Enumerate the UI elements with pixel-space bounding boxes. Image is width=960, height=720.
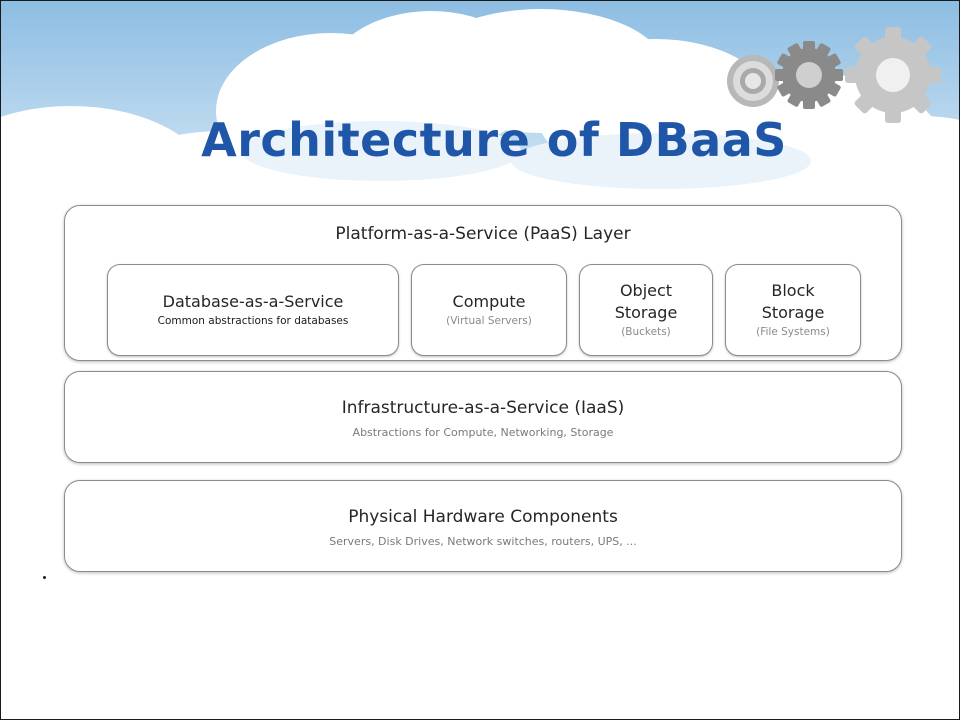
- compute-box: Compute (Virtual Servers): [411, 264, 567, 356]
- block-storage-box: Block Storage (File Systems): [725, 264, 861, 356]
- compute-note: (Virtual Servers): [446, 315, 532, 327]
- stray-dot: [43, 576, 46, 579]
- block-storage-name-line2: Storage: [761, 303, 825, 322]
- hardware-layer-title: Physical Hardware Components: [348, 507, 618, 527]
- hardware-layer: Physical Hardware Components Servers, Di…: [64, 480, 902, 572]
- dbaas-box: Database-as-a-Service Common abstraction…: [107, 264, 399, 356]
- iaas-layer: Infrastructure-as-a-Service (IaaS) Abstr…: [64, 371, 902, 463]
- paas-layer-title: Platform-as-a-Service (PaaS) Layer: [335, 224, 631, 244]
- iaas-layer-title: Infrastructure-as-a-Service (IaaS): [341, 398, 625, 418]
- object-storage-note: (Buckets): [621, 326, 671, 338]
- dbaas-name: Database-as-a-Service: [162, 292, 344, 311]
- gears-icon: [727, 27, 941, 123]
- paas-layer: Platform-as-a-Service (PaaS) Layer Datab…: [64, 205, 902, 361]
- object-storage-name-line2: Storage: [614, 303, 678, 322]
- compute-name: Compute: [452, 292, 526, 311]
- dbaas-desc: Common abstractions for databases: [157, 315, 349, 327]
- slide-title: Architecture of DBaaS: [201, 113, 787, 167]
- object-storage-name-line1: Object: [619, 281, 673, 300]
- block-storage-name-line1: Block: [771, 281, 815, 300]
- object-storage-box: Object Storage (Buckets): [579, 264, 713, 356]
- hardware-layer-subtitle: Servers, Disk Drives, Network switches, …: [329, 535, 637, 548]
- block-storage-note: (File Systems): [756, 326, 830, 338]
- iaas-layer-subtitle: Abstractions for Compute, Networking, St…: [352, 426, 614, 439]
